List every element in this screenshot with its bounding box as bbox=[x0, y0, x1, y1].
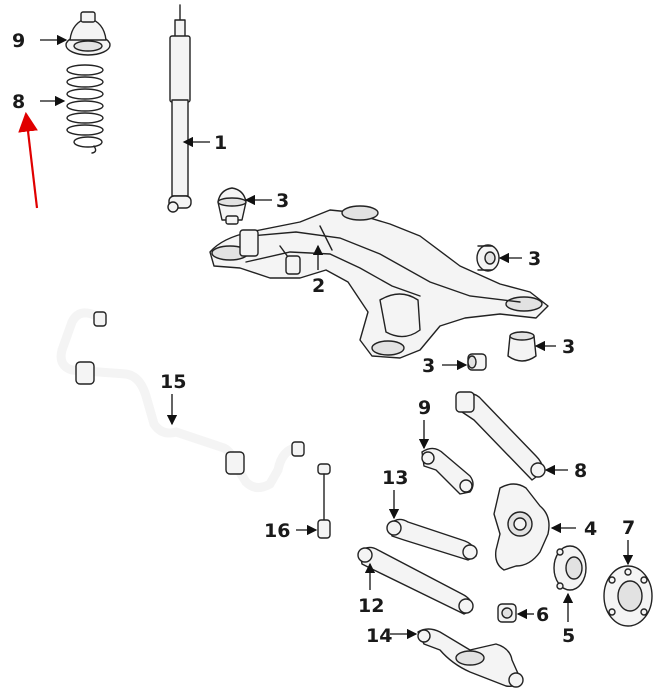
spring-mount-part bbox=[65, 11, 111, 56]
callout-labels: 9 8 1 3 2 3 3 3 9 8 15 13 4 7 16 12 6 5 … bbox=[12, 30, 635, 647]
bushing-small-part bbox=[467, 353, 487, 371]
callout-3-small: 3 bbox=[422, 355, 435, 377]
bushing-lower-part bbox=[507, 331, 537, 362]
callout-11: 9 bbox=[12, 30, 25, 52]
callout-5: 5 bbox=[562, 625, 575, 647]
callout-3-side: 3 bbox=[528, 248, 541, 270]
callout-12: 12 bbox=[358, 595, 384, 617]
bushing-6-part bbox=[497, 603, 517, 623]
hub-bearing-part bbox=[553, 545, 587, 591]
callout-16: 16 bbox=[264, 520, 290, 542]
wheel-knuckle-part bbox=[493, 483, 550, 571]
callout-3-upper: 3 bbox=[276, 190, 289, 212]
stabilizer-bar-part bbox=[56, 308, 305, 492]
callout-13: 13 bbox=[382, 467, 408, 489]
callout-1: 1 bbox=[214, 132, 227, 154]
rear-subframe-part bbox=[209, 205, 549, 359]
callout-10: 8 bbox=[12, 91, 25, 113]
callout-14: 14 bbox=[366, 625, 392, 647]
lower-control-arm-part bbox=[417, 628, 524, 688]
callout-7: 7 bbox=[622, 517, 635, 539]
callout-2: 2 bbox=[312, 275, 325, 297]
lateral-arm-13-part bbox=[386, 518, 478, 561]
upper-control-arm-part bbox=[421, 447, 474, 495]
bushing-upper-part bbox=[217, 187, 247, 225]
shock-absorber-part bbox=[167, 4, 192, 213]
stabilizer-link-part bbox=[317, 463, 331, 539]
lateral-arm-12-part bbox=[357, 546, 474, 615]
bushing-side-part bbox=[476, 244, 500, 272]
callout-8: 8 bbox=[574, 460, 587, 482]
callout-4: 4 bbox=[584, 518, 597, 540]
coil-spring-part bbox=[66, 64, 104, 154]
callout-9: 9 bbox=[418, 397, 431, 419]
leader-lines bbox=[40, 34, 634, 640]
annotation-arrow bbox=[18, 111, 39, 209]
callout-15: 15 bbox=[160, 371, 186, 393]
wheel-hub-part bbox=[603, 565, 653, 627]
callout-6: 6 bbox=[536, 604, 549, 626]
callout-3-lower: 3 bbox=[562, 336, 575, 358]
control-arm-8-part bbox=[455, 391, 546, 481]
